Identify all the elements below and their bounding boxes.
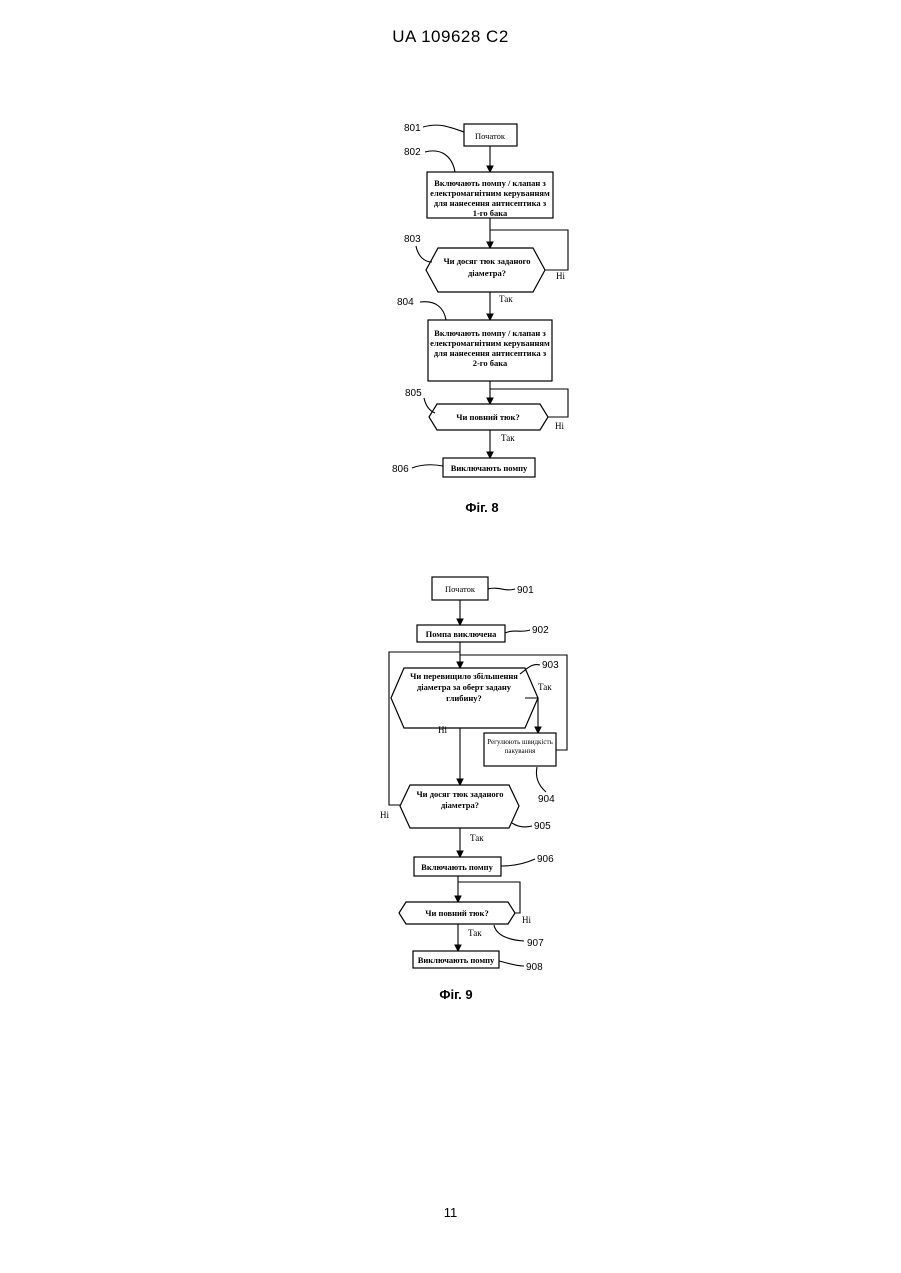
fig9-decision-903-line1: Чи перевищило збільшення <box>410 671 518 681</box>
fig9-yes-907: Так <box>468 928 482 938</box>
fig9-step-904-line2: пакування <box>505 747 536 755</box>
fig8-step-802-line2: електромагнітним керуванням <box>430 188 550 198</box>
fig9-decision-905-line2: діаметра? <box>441 800 479 810</box>
ref-802: 802 <box>404 147 421 158</box>
ref-902: 902 <box>532 625 549 636</box>
figure-9-flowchart: Початок 901 Помпа виключена 902 Чи перев… <box>380 577 567 1002</box>
ref-906: 906 <box>537 854 554 865</box>
fig8-step-804-line3: для нанесення антисептика з <box>434 348 547 358</box>
fig8-decision-803-line1: Чи досяг тюк заданого <box>443 256 530 266</box>
leader-905 <box>512 823 532 827</box>
fig9-decision-907-label: Чи повний тюк? <box>425 908 488 918</box>
fig8-step-802-line3: для нанесення антисептика з <box>434 198 547 208</box>
fig8-start-label: Початок <box>475 131 506 141</box>
ref-901: 901 <box>517 585 534 596</box>
fig8-step-806-label: Виключають помпу <box>451 463 528 473</box>
leader-804 <box>420 302 446 320</box>
fig9-yes-903: Так <box>538 682 552 692</box>
fig8-decision-805-label: Чи повний тюк? <box>456 412 519 422</box>
leader-904 <box>536 767 546 792</box>
fig8-step-804-line4: 2-го бака <box>473 358 508 368</box>
fig9-no-903: Ні <box>438 725 447 735</box>
fig9-caption: Фіг. 9 <box>439 987 472 1002</box>
ref-801: 801 <box>404 123 421 134</box>
ref-805: 805 <box>405 388 422 399</box>
fig8-decision-803-line2: діаметра? <box>468 268 506 278</box>
ref-908: 908 <box>526 962 543 973</box>
leader-906 <box>501 859 535 866</box>
page-number: 11 <box>0 1205 901 1220</box>
fig8-step-804-line2: електромагнітним керуванням <box>430 338 550 348</box>
fig8-step-802-line4: 1-го бака <box>473 208 508 218</box>
ref-905: 905 <box>534 821 551 832</box>
leader-908 <box>499 961 524 966</box>
ref-806: 806 <box>392 464 409 475</box>
ref-904: 904 <box>538 794 555 805</box>
fig8-step-802-line1: Включають помпу / клапан з <box>434 178 546 188</box>
fig9-decision-903-line3: глибину? <box>446 693 482 703</box>
leader-907 <box>494 925 524 941</box>
leader-902 <box>505 630 530 633</box>
figure-8-flowchart: Початок 801 Включають помпу / клапан з е… <box>392 123 568 515</box>
leader-802 <box>425 151 455 172</box>
leader-806 <box>412 465 443 468</box>
fig9-yes-905: Так <box>470 833 484 843</box>
leader-901 <box>488 588 515 590</box>
ref-907: 907 <box>527 938 544 949</box>
fig9-step-908-label: Виключають помпу <box>418 955 495 965</box>
fig9-no-905: Ні <box>380 810 389 820</box>
fig8-no-805: Ні <box>555 421 564 431</box>
fig8-yes-805: Так <box>501 433 515 443</box>
fig9-decision-905-line1: Чи досяг тюк заданого <box>416 789 503 799</box>
leader-801 <box>423 125 464 132</box>
fig9-start-label: Початок <box>445 584 476 594</box>
fig9-step-904-line1: Регулюють швидкість <box>487 738 553 746</box>
fig8-yes-803: Так <box>499 294 513 304</box>
ref-903: 903 <box>542 660 559 671</box>
leader-803 <box>416 246 432 262</box>
ref-804: 804 <box>397 297 414 308</box>
fig9-decision-903-line2: діаметра за оберт задану <box>417 682 512 692</box>
fig8-step-804-line1: Включають помпу / клапан з <box>434 328 546 338</box>
fig9-step-906-label: Включають помпу <box>421 862 493 872</box>
fig8-no-803: Ні <box>556 271 565 281</box>
ref-803: 803 <box>404 234 421 245</box>
fig9-no-907: Ні <box>522 915 531 925</box>
fig9-step-902-label: Помпа виключена <box>426 629 498 639</box>
fig8-caption: Фіг. 8 <box>465 500 498 515</box>
